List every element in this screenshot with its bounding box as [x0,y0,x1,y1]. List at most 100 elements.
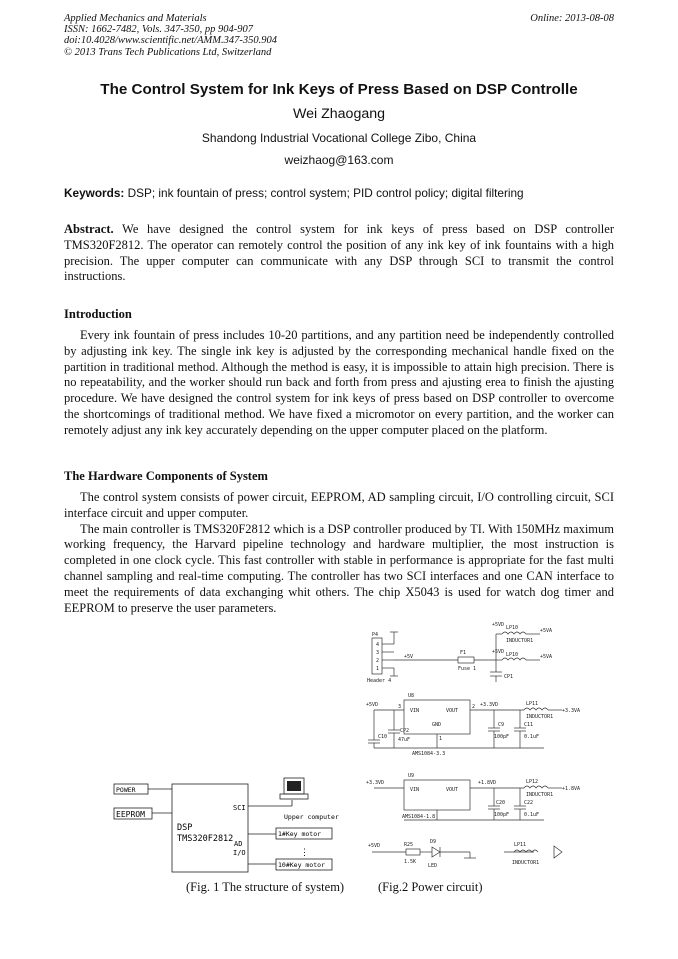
inductor-lp11 [523,707,549,711]
fig1-caption: (Fig. 1 The structure of system) [186,880,345,894]
issn-line: ISSN: 1662-7482, Vols. 347-350, pp 904-9… [64,24,253,36]
label-5vd-d: +5VD [368,843,380,849]
hardware-paragraph-1: The control system consists of power cir… [64,490,614,520]
label-18vd: +1.8VD [478,780,496,786]
label-5vd-c: +5VD [366,702,378,708]
label-inductor-d: INDUCTOR1 [512,860,539,866]
dsp-label: DSP [177,823,192,833]
label-c9-value: 100pF [494,734,509,740]
label-cp2: CP2 [400,728,409,734]
regulator-u8 [403,699,471,735]
paper-title: The Control System for Ink Keys of Press… [100,81,578,98]
key-motor-10-label: 10#Key motor [278,861,325,869]
label-vin-b: VIN [410,787,419,793]
eeprom-label: EEPROM [116,810,145,819]
io-label: I/O [233,849,246,857]
label-5vd-b: +5VD [492,649,504,655]
label-vout: VOUT [446,708,458,714]
label-lp10b: LP10 [506,652,518,658]
intro-body: Every ink fountain of press includes 10-… [64,328,614,439]
label-5v: +5V [404,654,413,660]
keywords: Keywords: DSP; ink fountain of press; co… [64,186,614,200]
inductor-lp11b [513,849,539,853]
label-pin-3: 3 [398,704,401,710]
fig2-caption: (Fig.2 Power circuit) [378,880,483,894]
label-pin2: 2 [376,658,379,664]
label-c20: C20 [496,800,505,806]
label-header4: Header 4 [367,678,391,684]
author-email[interactable]: weizhaog@163.com [284,153,394,167]
regulator-u9 [403,779,471,811]
label-lp11b: LP11 [514,842,526,848]
label-lp10: LP10 [506,625,518,631]
intro-heading: Introduction [64,307,132,321]
label-c22: C22 [524,800,533,806]
label-c11-value: 0.1uF [524,734,539,740]
label-inductor-c: INDUCTOR1 [526,792,553,798]
fuse-f1 [457,656,475,664]
inductor-lp12 [523,785,549,789]
keywords-text: DSP; ink fountain of press; control syst… [127,186,524,200]
keywords-label: Keywords: [64,186,125,200]
label-c22-value: 0.1uF [524,812,539,818]
header-p4 [371,637,383,675]
online-date: Online: 2013-08-08 [530,13,614,24]
inductor-lp10b [501,657,527,661]
dsp-model-label: TMS320F2812 [177,834,233,844]
label-r25: R25 [404,842,413,848]
label-18va: +1.8VA [562,786,580,792]
abstract-label: Abstract. [64,222,114,236]
label-33va: +3.3VA [562,708,580,714]
label-cp1: CP1 [504,674,513,680]
power-label: POWER [116,786,136,794]
label-u8: U8 [408,693,414,699]
label-pin1: 1 [376,666,379,672]
abstract: Abstract. We have designed the control s… [64,222,614,285]
label-pin-1: 1 [439,736,442,742]
label-f1: F1 [460,650,466,656]
key-motor-10-box [275,858,333,871]
label-c9: C9 [498,722,504,728]
dsp-box [171,783,249,873]
label-ams18: AMS1084-1.8 [402,814,435,820]
label-c11: C11 [524,722,533,728]
hardware-heading: The Hardware Components of System [64,469,268,483]
label-lp11: LP11 [526,701,538,707]
label-5va-a: +5VA [540,628,552,634]
label-d9: D9 [430,839,436,845]
label-lp12: LP12 [526,779,538,785]
label-pin4: 4 [376,642,379,648]
copyright-line: © 2013 Trans Tech Publications Ltd, Swit… [64,46,272,58]
doi-line: doi:10.4028/www.scientific.net/AMM.347-3… [64,35,277,47]
label-5vd-a: +5VD [492,622,504,628]
label-vout-b: VOUT [446,787,458,793]
author-name: Wei Zhaogang [292,106,386,122]
fig2-power-circuit: P4 Header 4 4 3 2 1 +5V F1 Fuse 1 +5VD L… [366,622,580,869]
hardware-body: The control system consists of power cir… [64,490,614,616]
label-led: LED [428,863,437,869]
key-motor-1-label: 1#Key motor [278,830,321,838]
label-pin3: 3 [376,650,379,656]
label-33vd-b: +3.3VD [366,780,384,786]
journal-name: Applied Mechanics and Materials [64,13,207,24]
label-fuse1: Fuse 1 [458,666,476,672]
journal-header: Applied Mechanics and Materials ISSN: 16… [64,13,277,58]
eeprom-box [113,807,153,820]
label-r25-value: 1.5K [404,859,416,865]
label-cp2-value: 47uF [398,737,410,743]
label-inductor-a: INDUCTOR1 [506,638,533,644]
label-5va-b: +5VA [540,654,552,660]
label-vin: VIN [410,708,419,714]
intro-paragraph: Every ink fountain of press includes 10-… [64,328,614,437]
label-gnd: GND [432,722,441,728]
ellipsis-dots: ⋮ [300,848,309,858]
sci-label: SCI [233,804,246,812]
label-p4: P4 [372,632,378,638]
led-d9 [431,846,441,858]
fig1-structure-diagram: POWER EEPROM DSP TMS320F2812 SCI AD I/O … [113,777,339,873]
inductor-lp10a [501,631,527,635]
label-pin-2: 2 [472,704,475,710]
label-u9: U9 [408,773,414,779]
label-inductor-b: INDUCTOR1 [526,714,553,720]
resistor-r25 [405,848,421,856]
